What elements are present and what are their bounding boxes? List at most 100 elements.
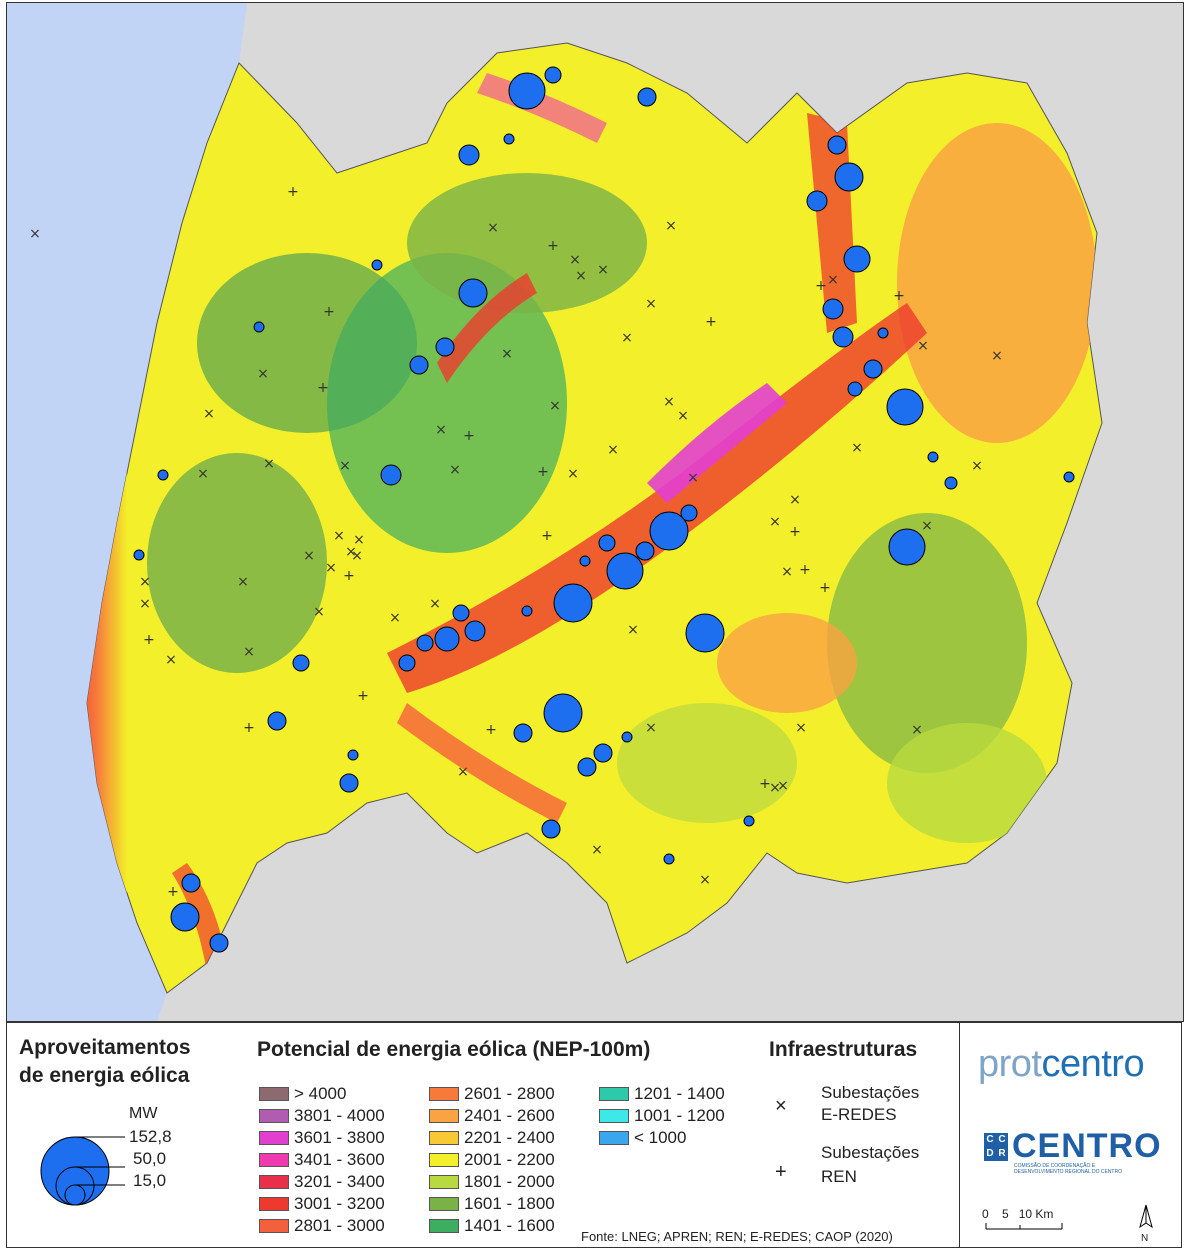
wind-plant-circle [544,66,562,84]
protcentro-logo: protcentro [978,1043,1145,1085]
ren-substation-marker: + [537,464,549,480]
wind-plant-circle [416,634,434,652]
eredes-substation-marker: × [575,268,587,284]
potential-class-swatch [259,1197,289,1211]
eredes-substation-marker: × [303,548,315,564]
substation-markers: ××××××××××××××××××××××××××××××××××××××××… [29,184,1003,900]
wind-plant-circle [503,133,515,145]
eredes-substation-marker: × [257,366,269,382]
size-value-small: 15,0 [133,1171,167,1190]
wind-plant-circle [847,381,863,397]
potential-class-row: 1601 - 1800 [429,1194,555,1213]
eredes-substation-marker: × [549,398,561,414]
potential-title: Potencial de energia eólica (NEP-100m) [257,1038,651,1061]
eredes-substation-marker: × [501,346,513,362]
potential-class-label: 2601 - 2800 [464,1084,555,1103]
eredes-substation-marker: × [567,466,579,482]
wind-plant-circle [543,693,583,733]
potential-class-row: 3001 - 3200 [259,1194,385,1213]
potential-class-label: 1001 - 1200 [634,1106,725,1125]
eredes-substation-marker: × [591,842,603,858]
wind-plant-circle [292,654,310,672]
wind-plant-circle [133,549,145,561]
potential-class-label: 1201 - 1400 [634,1084,725,1103]
ren-substation-marker: + [323,304,335,320]
wind-plant-circle [267,711,287,731]
eredes-substation-marker: × [607,442,619,458]
eredes-substation-marker: × [345,544,357,560]
eredes-substation-marker: × [139,596,151,612]
plants-title-line1: Aproveitamentos [19,1036,191,1059]
potential-class-swatch [429,1153,459,1167]
potential-class-swatch [429,1197,459,1211]
potential-class-swatch [429,1087,459,1101]
ren-substation-marker: + [799,562,811,578]
potential-class-label: 3601 - 3800 [294,1128,385,1147]
eredes-substation-marker: × [699,872,711,888]
legend-panel: Aproveitamentos de energia eólica MW 152… [6,1022,1182,1248]
eredes-substation-marker: × [139,574,151,590]
potential-class-row: 2401 - 2600 [429,1106,555,1125]
potential-class-row: 1401 - 1600 [429,1216,555,1235]
wind-plant-circle [827,135,847,155]
wind-plant-circle [832,326,854,348]
wind-plant-circle [181,873,201,893]
potential-class-label: 1401 - 1600 [464,1216,555,1235]
potential-class-row: 2001 - 2200 [429,1150,555,1169]
eredes-substation-marker: × [29,226,41,242]
ren-symbol: + [775,1161,787,1183]
potential-class-swatch [429,1131,459,1145]
wind-plant-circle [743,815,755,827]
ren-label-1: Subestações [821,1143,920,1162]
sea-area [7,3,247,1021]
eredes-symbol: × [775,1095,787,1117]
mw-label: MW [129,1105,158,1122]
eredes-substation-marker: × [789,492,801,508]
wind-plant-circle [371,259,383,271]
ren-substation-marker: + [485,722,497,738]
plants-title-line2: de energia eólica [19,1064,190,1087]
eredes-substation-marker: × [781,564,793,580]
eredes-substation-marker: × [325,560,337,576]
eredes-substation-marker: × [597,262,609,278]
potential-class-row: 3601 - 3800 [259,1128,385,1147]
eredes-substation-marker: × [921,518,933,534]
wind-plant-circle [685,613,725,653]
size-value-large: 152,8 [129,1127,172,1146]
potential-class-label: > 4000 [294,1084,347,1103]
potential-class-label: 2801 - 3000 [294,1216,385,1235]
ren-substation-marker: + [705,314,717,330]
eredes-substation-marker: × [165,652,177,668]
wind-plant-circle [635,541,655,561]
eredes-substation-marker: × [487,220,499,236]
eredes-substation-marker: × [991,348,1003,364]
eredes-substation-marker: × [827,272,839,288]
eredes-substation-marker: × [627,622,639,638]
eredes-substation-marker: × [677,408,689,424]
potential-class-label: 2201 - 2400 [464,1128,555,1147]
eredes-substation-marker: × [769,780,781,796]
wind-plant-circle [822,298,844,320]
north-arrow-icon [1139,1204,1153,1229]
wind-plant-circle [409,355,429,375]
wind-plant-circle [593,743,613,763]
eredes-substation-marker: × [243,644,255,660]
wind-plant-circle [398,654,416,672]
wind-plant-circle [339,773,359,793]
eredes-substation-marker: × [851,440,863,456]
eredes-substation-marker: × [353,532,365,548]
wind-plant-circle [458,144,480,166]
wind-plant-circle [863,359,883,379]
source-note: Fonte: LNEG; APREN; REN; E-REDES; CAOP (… [581,1229,893,1244]
potential-class-label: 3401 - 3600 [294,1150,385,1169]
potential-class-swatch [429,1175,459,1189]
wind-plant-circle [579,555,591,567]
wind-potential-map: ××××××××××××××××××××××××××××××××××××××××… [7,3,1183,1021]
eredes-substation-marker: × [569,252,581,268]
eredes-substation-marker: × [203,406,215,422]
wind-plant-circle [680,504,698,522]
north-label: N [1141,1233,1149,1244]
eredes-substation-marker: × [449,462,461,478]
